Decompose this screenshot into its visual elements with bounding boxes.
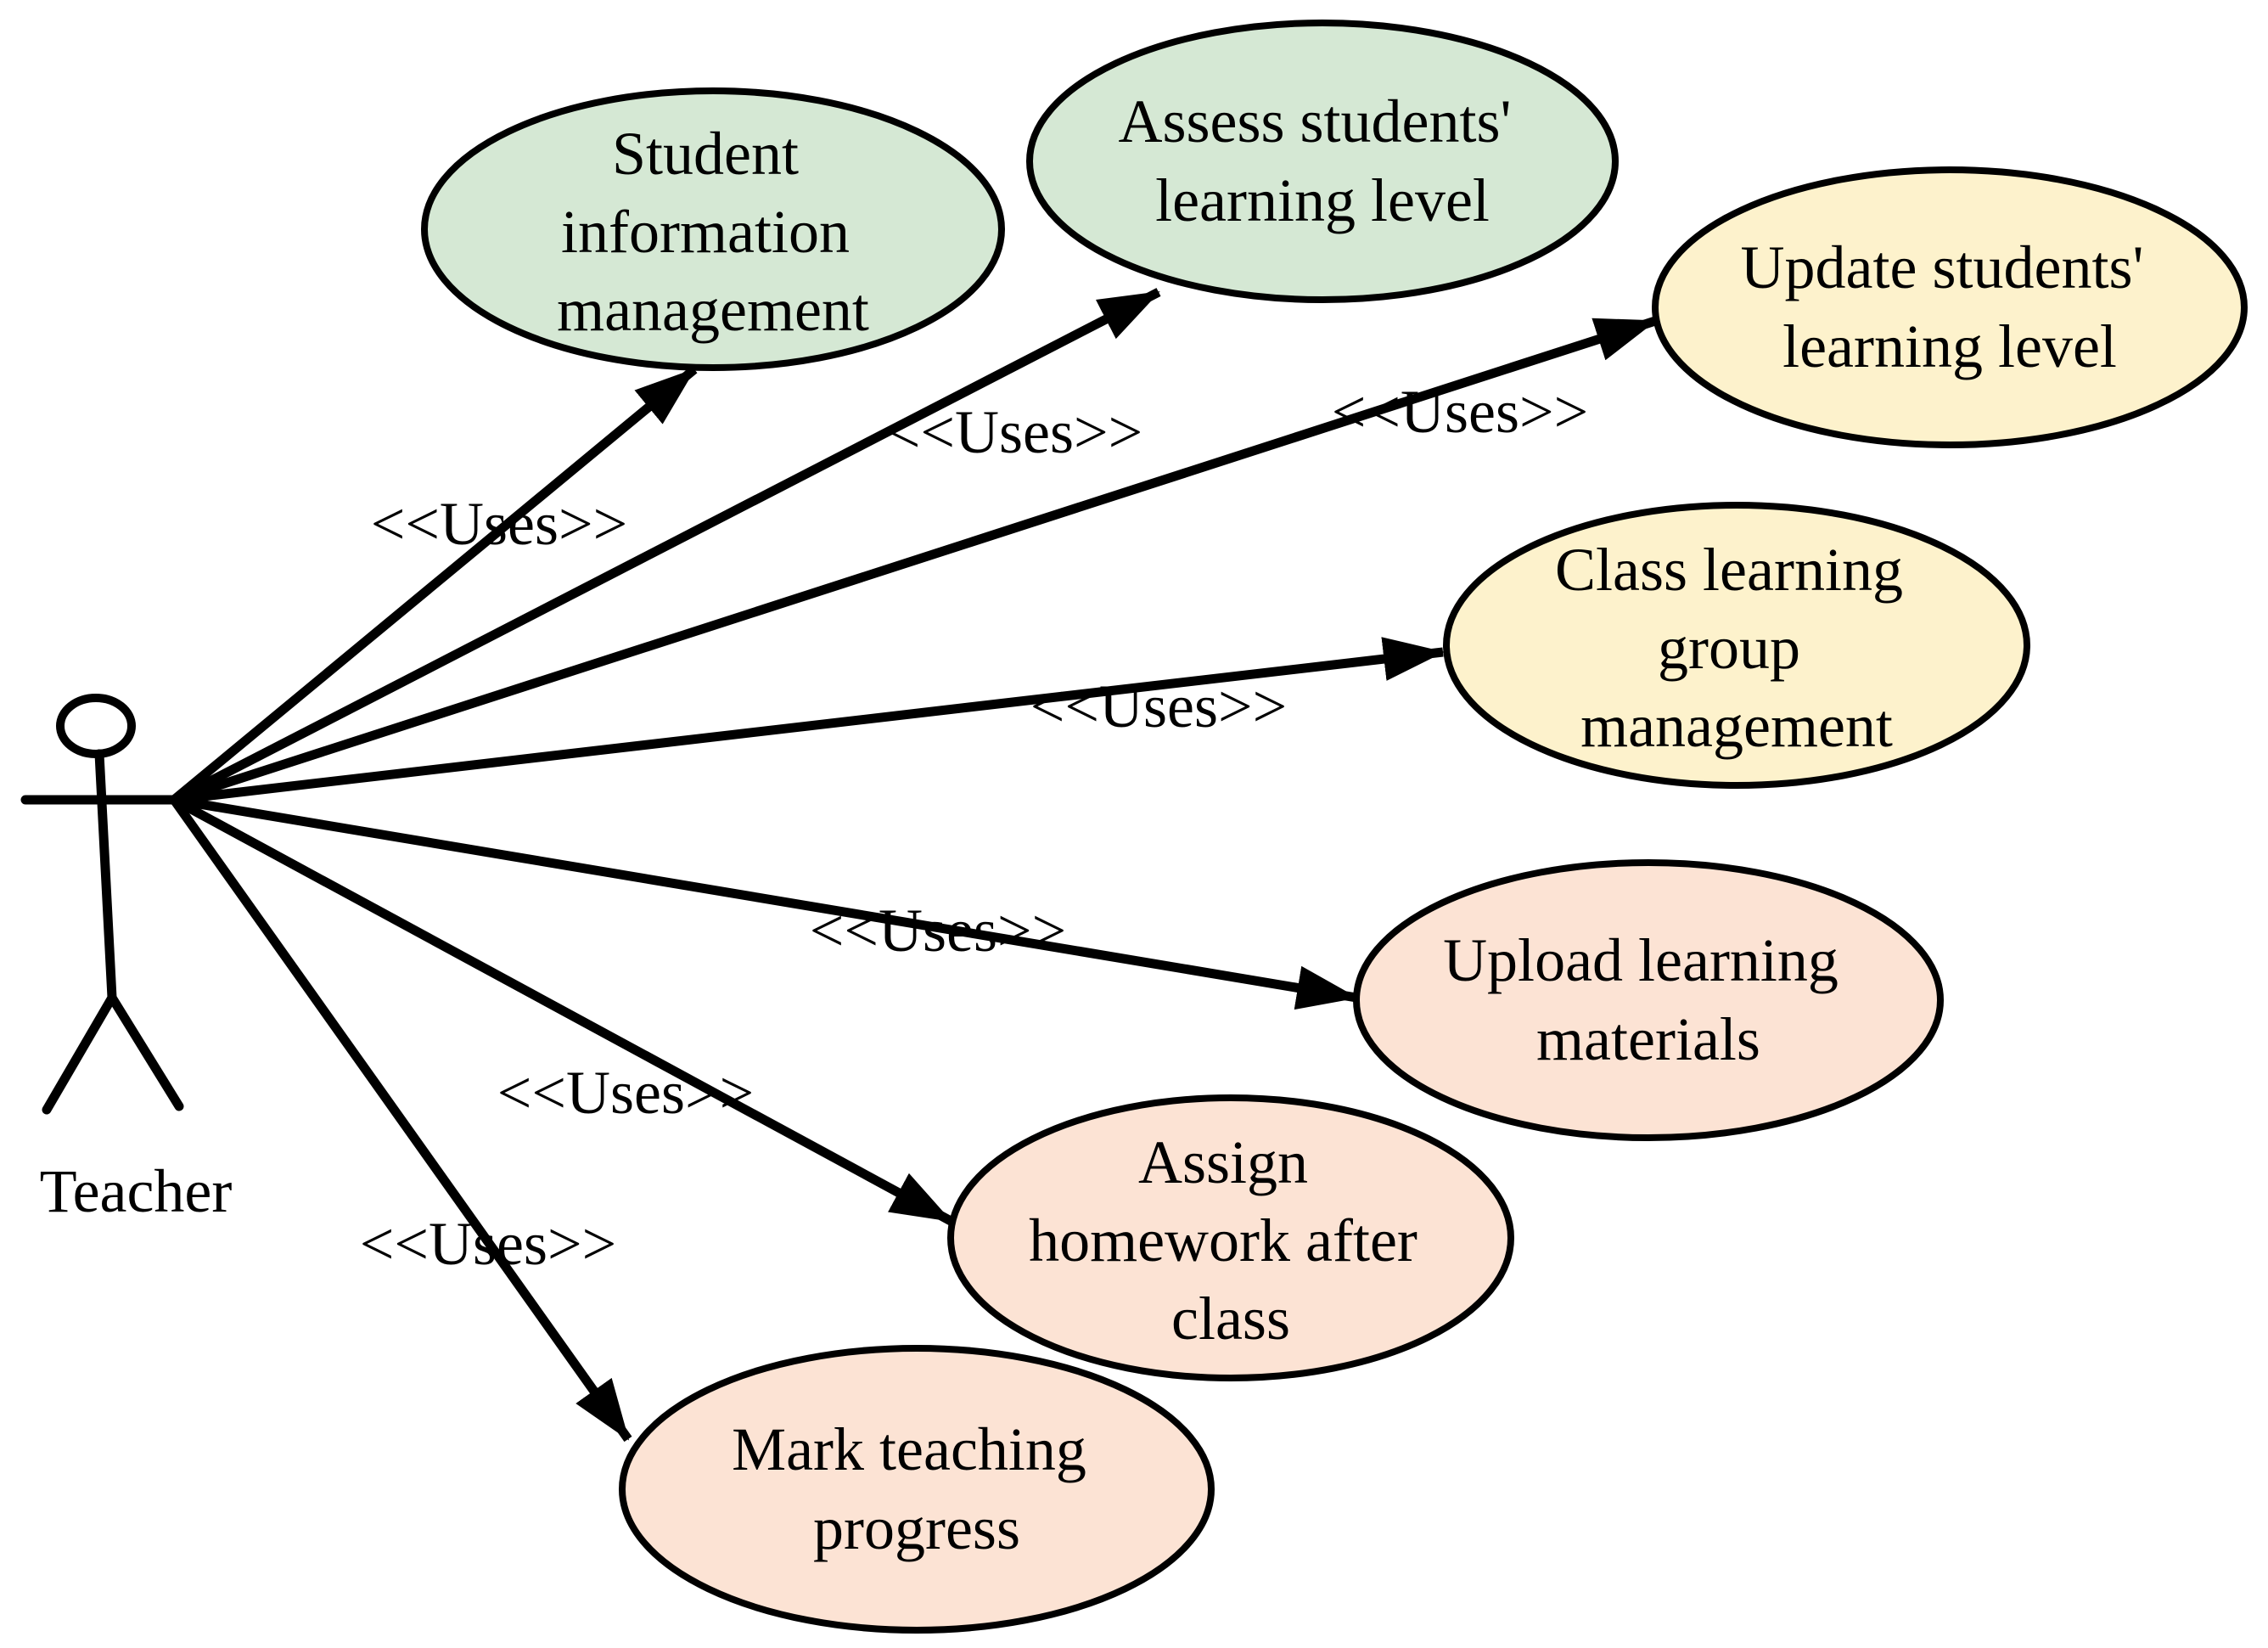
usecase-ellipse bbox=[947, 1094, 1514, 1381]
usecase-class-learning-group-management: Class learning group management bbox=[1443, 502, 2030, 789]
uses-edge-label: <<Uses>> bbox=[886, 398, 1142, 466]
usecase-label-line: Assign bbox=[1138, 1128, 1308, 1196]
uses-arrow bbox=[170, 796, 632, 1443]
usecase-label-line: management bbox=[557, 276, 869, 344]
usecase-label: Class learning group management bbox=[1555, 536, 1918, 760]
usecase-label-line: Class learning bbox=[1555, 536, 1903, 604]
uses-arrow bbox=[171, 365, 698, 804]
uses-arrow bbox=[171, 796, 953, 1225]
actor-right-leg bbox=[107, 993, 184, 1111]
usecase-label: Update students' learning level bbox=[1741, 233, 2159, 380]
usecase-label-line: learning level bbox=[1782, 312, 2117, 380]
uses-arrow bbox=[173, 795, 1358, 1010]
uses-edge-label: <<Uses>> bbox=[1030, 672, 1287, 740]
uses-edge-assess-students-learning-level: <<Uses>> bbox=[171, 288, 1161, 804]
uses-edge-label: <<Uses>> bbox=[371, 490, 627, 558]
usecase-student-information-management: Student information management bbox=[421, 87, 1005, 371]
usecase-ellipse bbox=[1353, 859, 1944, 1141]
uses-arrow bbox=[171, 288, 1161, 804]
usecase-label: Upload learning materials bbox=[1443, 926, 1854, 1073]
actor-teacher: Teacher bbox=[20, 694, 233, 1225]
usecase-label-line: Upload learning bbox=[1443, 926, 1839, 994]
actor-body bbox=[94, 749, 117, 1003]
usecase-mark-teaching-progress: Mark teaching progress bbox=[619, 1345, 1215, 1634]
uses-edge-student-information-management: <<Uses>> bbox=[171, 365, 698, 804]
uses-edge-update-students-learning-level: <<Uses>> bbox=[172, 316, 1657, 805]
uses-edge-class-learning-group-management: <<Uses>> bbox=[173, 637, 1445, 805]
usecase-label-line: Update students' bbox=[1741, 233, 2144, 301]
usecase-ellipse bbox=[1652, 166, 2248, 448]
usecase-label-line: learning level bbox=[1155, 166, 1490, 234]
usecase-label-line: management bbox=[1580, 692, 1893, 760]
usecase-label-line: Mark teaching bbox=[732, 1415, 1086, 1483]
uses-edge-mark-teaching-progress: <<Uses>> bbox=[170, 796, 632, 1443]
uses-arrow bbox=[173, 637, 1445, 805]
uses-edge-label: <<Uses>> bbox=[497, 1059, 754, 1127]
usecase-label-line: Assess students' bbox=[1118, 87, 1511, 155]
usecase-update-students-learning-level: Update students' learning level bbox=[1652, 166, 2248, 448]
usecase-ellipse bbox=[619, 1345, 1215, 1634]
uses-edge-label: <<Uses>> bbox=[360, 1210, 616, 1278]
usecase-label-line: group bbox=[1658, 614, 1800, 682]
usecase-ellipse bbox=[1026, 20, 1619, 303]
actor-head bbox=[56, 694, 136, 758]
usecase-ellipse bbox=[1443, 502, 2030, 789]
usecase-label-line: materials bbox=[1536, 1005, 1760, 1073]
uses-edge-upload-learning-materials: <<Uses>> bbox=[173, 795, 1358, 1010]
usecase-label-line: information bbox=[561, 198, 850, 266]
usecase-label-line: class bbox=[1171, 1285, 1290, 1353]
usecase-label: Assess students' learning level bbox=[1118, 87, 1526, 234]
usecase-assign-homework-after-class: Assign homework after class bbox=[947, 1094, 1514, 1381]
actor-left-leg bbox=[42, 993, 117, 1115]
usecase-label-line: homework after bbox=[1029, 1206, 1418, 1274]
uses-edge-assign-homework-after-class: <<Uses>> bbox=[171, 796, 953, 1225]
usecase-label-line: progress bbox=[813, 1494, 1020, 1562]
uses-edge-label: <<Uses>> bbox=[1332, 378, 1588, 446]
usecase-label: Assign homework after class bbox=[1029, 1128, 1433, 1353]
usecase-assess-students-learning-level: Assess students' learning level bbox=[1026, 20, 1619, 303]
usecase-label-line: Student bbox=[612, 120, 799, 188]
usecase-label: Mark teaching progress bbox=[732, 1415, 1102, 1562]
uses-edge-label: <<Uses>> bbox=[810, 897, 1066, 965]
usecase-label: Student information management bbox=[557, 120, 869, 344]
uses-arrow bbox=[172, 316, 1657, 805]
actor-label: Teacher bbox=[40, 1157, 233, 1225]
usecase-upload-learning-materials: Upload learning materials bbox=[1353, 859, 1944, 1141]
usecase-ellipse bbox=[421, 87, 1005, 371]
